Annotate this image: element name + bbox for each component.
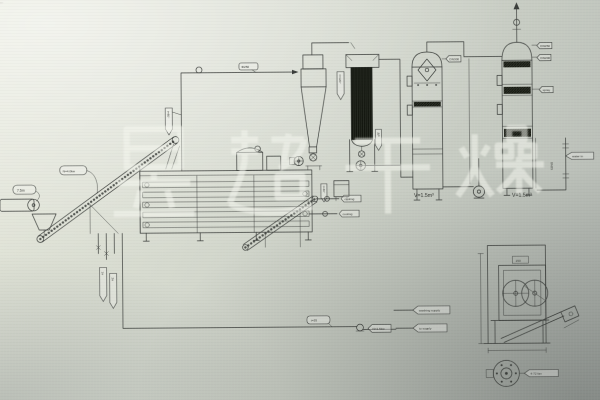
water-inlet-sub-label: DN25 [550, 162, 554, 170]
filter-pennant-2-label: ΔP [376, 132, 380, 136]
dryer-belts [142, 180, 310, 228]
supply-tag-1-label: washing supply [419, 308, 441, 312]
supply-tag-2 [412, 323, 448, 333]
filter-pennant-label: t=120° [338, 75, 342, 85]
cyclone-separator [289, 42, 350, 171]
water-inlet-tag-label: water in [572, 154, 583, 158]
fan-inlet-flange: 4-72 fan [486, 360, 559, 387]
fan-tag-label: 4-72 fan [530, 372, 542, 376]
granulator-tag-label: 150 [515, 259, 520, 263]
fresh-water-line: water in DN25 [536, 137, 594, 191]
drain-pump-tag [367, 324, 392, 333]
duct-size-flag [238, 62, 259, 71]
cooling-pennant-label: t=40° [322, 186, 326, 194]
inclined-feed-conveyor: N=4.0kw [36, 136, 180, 243]
cooling-tag-1 [340, 194, 362, 203]
packing-band [503, 61, 531, 68]
rotary-valve-icon [309, 153, 318, 162]
supply-tag-1 [412, 305, 451, 315]
demister-icon [417, 58, 437, 82]
pump-icon [324, 196, 330, 202]
watermark-char-1 [113, 125, 195, 218]
drain-pump-icon [356, 323, 364, 332]
granulator: 150 [477, 244, 580, 354]
roof-unit-2 [266, 155, 282, 171]
supply-tag-2-label: to supply [419, 326, 432, 330]
tower2-top-tag-2 [536, 54, 552, 62]
tower1-dome-tag-label: DN300 [449, 57, 459, 61]
filter-pennant [336, 71, 345, 101]
exhaust-stack [512, 2, 521, 43]
watermark-char-4 [455, 124, 544, 198]
tower1-volume-label: V=1.5m³ [414, 193, 434, 199]
feed-flag [12, 184, 37, 195]
duct-size-label: Φ250 [241, 65, 249, 69]
pennant-left-1 [99, 267, 108, 303]
packing-band [503, 86, 531, 94]
cooling-tag-1-label: cooling [344, 197, 354, 201]
exhaust-duct-run: Φ250 t=80° [164, 62, 299, 172]
tower2-volume-label: V=1.5m³ [512, 193, 532, 199]
packing-band [413, 101, 441, 107]
water-inlet-tag [565, 151, 594, 160]
fan-tag [523, 369, 559, 377]
drain-temp-flag [306, 315, 331, 325]
feed-flag-label: 7.5m [17, 189, 25, 193]
watermark-char-2 [226, 130, 314, 216]
circulation-pump-icon [442, 158, 485, 199]
conveyor-power-flag [59, 165, 88, 176]
tower2-mid-tag [538, 86, 554, 94]
feed-system: 7.5m [0, 184, 57, 237]
scrubber-tower-1: V=1.5m³ DN300 [406, 41, 503, 201]
pennant-left-2-label: 2# [111, 277, 115, 281]
bag-filter-tower: t=120° ΔP [333, 42, 414, 201]
dimension-lines [477, 253, 580, 354]
cooling-pennant [320, 183, 328, 203]
double-roller-icon [502, 279, 549, 307]
filter-media [350, 67, 373, 140]
tower2-top-tag-1 [536, 42, 553, 50]
seal-tank [333, 180, 350, 201]
pump-icon [322, 211, 328, 217]
tower1-dome-tag [445, 55, 462, 63]
tower2-mid-tag-label: spray [543, 88, 551, 92]
conveyor-power-label: N=4.0kw [63, 169, 76, 173]
drain-temp-label: t=35 [311, 318, 317, 322]
pennant-left-1-label: 1# [101, 272, 105, 276]
duct-pennant-label: t=80° [166, 111, 170, 119]
watermark: 昱超干燥 [0, 0, 544, 218]
drain-piping: 1# 2# t=35 to supply N=1.5kw washing sup… [96, 233, 451, 333]
screw-feeder [0, 198, 40, 212]
watermark-text: 昱超干燥 [0, 0, 2, 3]
cooling-tag-2-label: cooling [343, 212, 353, 216]
cooling-tag-2 [338, 209, 360, 218]
drain-pump-label: N=1.5kw [372, 327, 385, 331]
tower2-top-tag-2-label: DN200 [540, 56, 550, 60]
pennant-left-2 [109, 273, 118, 310]
tower2-top-tag-1-label: DN250 [540, 44, 550, 48]
watermark-char-3 [345, 137, 431, 214]
discharge-chute [500, 305, 580, 343]
feed-hopper [31, 213, 57, 231]
